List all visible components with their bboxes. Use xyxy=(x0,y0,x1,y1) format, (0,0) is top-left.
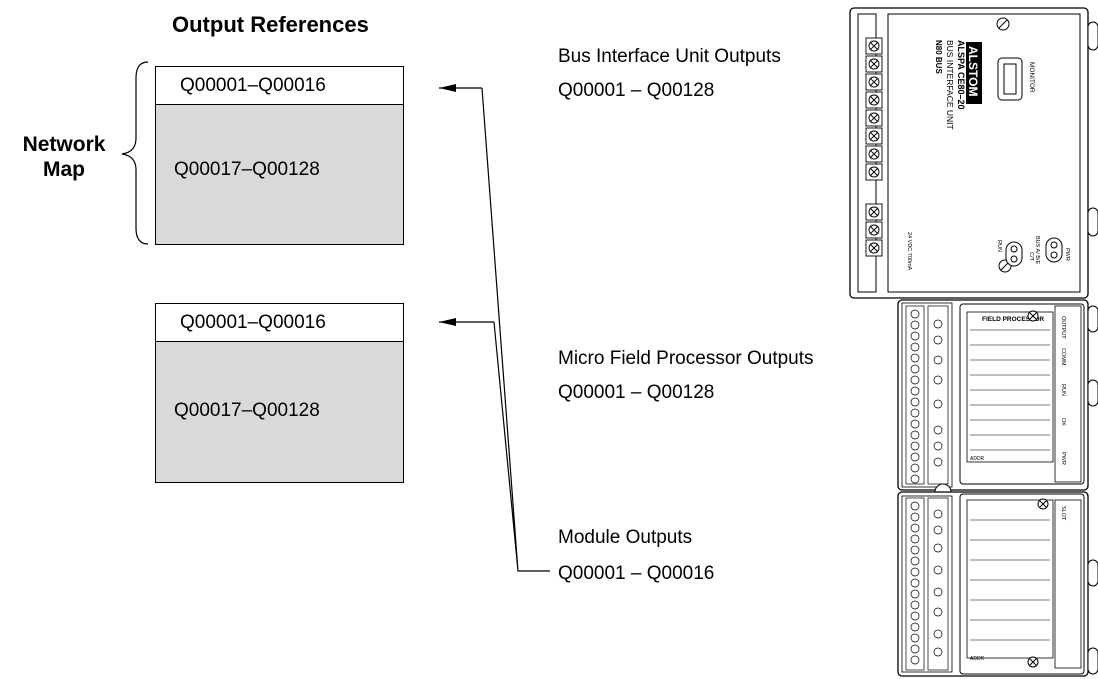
module-slot-label: SLOT xyxy=(1060,506,1066,521)
micro-outputs-label: Micro Field Processor Outputs xyxy=(558,348,814,369)
fp-status-output: OUTPUT xyxy=(1060,316,1066,339)
device-illustration: ALSTOM ALSPA CE80–20 BUS INTERFACE UNIT … xyxy=(849,7,1098,677)
bus-outputs-range: Q00001 – Q00128 xyxy=(558,80,715,101)
module-addr-label: ADDR xyxy=(970,656,985,662)
micro-field-processor: FIELD PROCESSOR OUTPUT COMM RUN OK PWR A… xyxy=(897,299,1098,491)
field-processor-label: FIELD PROCESSOR xyxy=(982,316,1044,323)
diagram-title: Output References xyxy=(172,12,369,37)
module-outputs-range: Q00001 – Q00016 xyxy=(558,563,715,584)
module-outputs-text: Module Outputs Q00001 – Q00016 xyxy=(558,520,714,592)
led-group-bottom xyxy=(1005,241,1023,267)
micro-network-map-box: Q00001–Q00016 Q00017–Q00128 xyxy=(155,303,404,483)
micro-arrow-head xyxy=(439,318,456,326)
led-top-label-1: BUS A/ B/E xyxy=(1034,236,1040,264)
module-terminals xyxy=(905,497,949,671)
model-text: ALSPA CE80–20 xyxy=(956,40,966,110)
monitor-label: MONITOR xyxy=(1028,62,1035,93)
fp-status-pwr: PWR xyxy=(1060,452,1066,465)
fp-status-comm: COMM xyxy=(1060,348,1066,366)
brand-badge xyxy=(966,42,982,104)
unit-name-text: BUS INTERFACE UNIT xyxy=(945,40,955,130)
fp-terminals xyxy=(905,305,949,485)
brand-text: ALSTOM xyxy=(966,46,980,96)
bus-interface-unit: ALSTOM ALSPA CE80–20 BUS INTERFACE UNIT … xyxy=(849,7,1098,299)
micro-map-bottom-range-area: Q00017–Q00128 xyxy=(156,342,403,482)
bus-map-top-range: Q00001–Q00016 xyxy=(156,67,403,105)
micro-map-bottom-range: Q00017–Q00128 xyxy=(174,400,320,421)
micro-outputs-text: Micro Field Processor Outputs Q00001 – Q… xyxy=(558,342,814,410)
module-outputs-label: Module Outputs xyxy=(558,527,693,548)
network-map-label: Network Map xyxy=(10,132,118,182)
io-module: ADDR SLOT xyxy=(897,491,1098,677)
fp-addr-label: ADDR xyxy=(970,456,985,462)
led-top-label-2: PWR xyxy=(1064,248,1070,261)
led-bottom-label-2: C/T xyxy=(1028,252,1034,262)
fp-status-ok: OK xyxy=(1060,418,1066,426)
bus-network-map-box: Q00001–Q00016 Q00017–Q00128 xyxy=(155,66,404,245)
terminal-screws xyxy=(865,37,883,257)
bus-map-bottom-range-area: Q00017–Q00128 xyxy=(156,105,403,244)
bus-map-bottom-range: Q00017–Q00128 xyxy=(174,159,320,180)
network-map-label-line2: Map xyxy=(43,158,85,181)
led-bottom-label-1: RUN xyxy=(996,240,1002,252)
supply-label: 24 VDC 700mA xyxy=(906,232,912,271)
module-connector-lines xyxy=(481,87,550,572)
led-group-top xyxy=(1045,237,1063,263)
network-map-label-line1: Network xyxy=(22,133,106,156)
micro-outputs-range: Q00001 – Q00128 xyxy=(558,382,715,403)
fp-status-run: RUN xyxy=(1060,384,1066,396)
bus-outputs-label: Bus Interface Unit Outputs xyxy=(558,46,781,67)
bus-outputs-text: Bus Interface Unit Outputs Q00001 – Q001… xyxy=(558,40,781,108)
micro-map-top-range: Q00001–Q00016 xyxy=(156,304,403,342)
bus-text: N80 BUS xyxy=(934,40,943,74)
bus-arrow-head xyxy=(439,84,456,92)
network-map-brace xyxy=(121,61,149,245)
